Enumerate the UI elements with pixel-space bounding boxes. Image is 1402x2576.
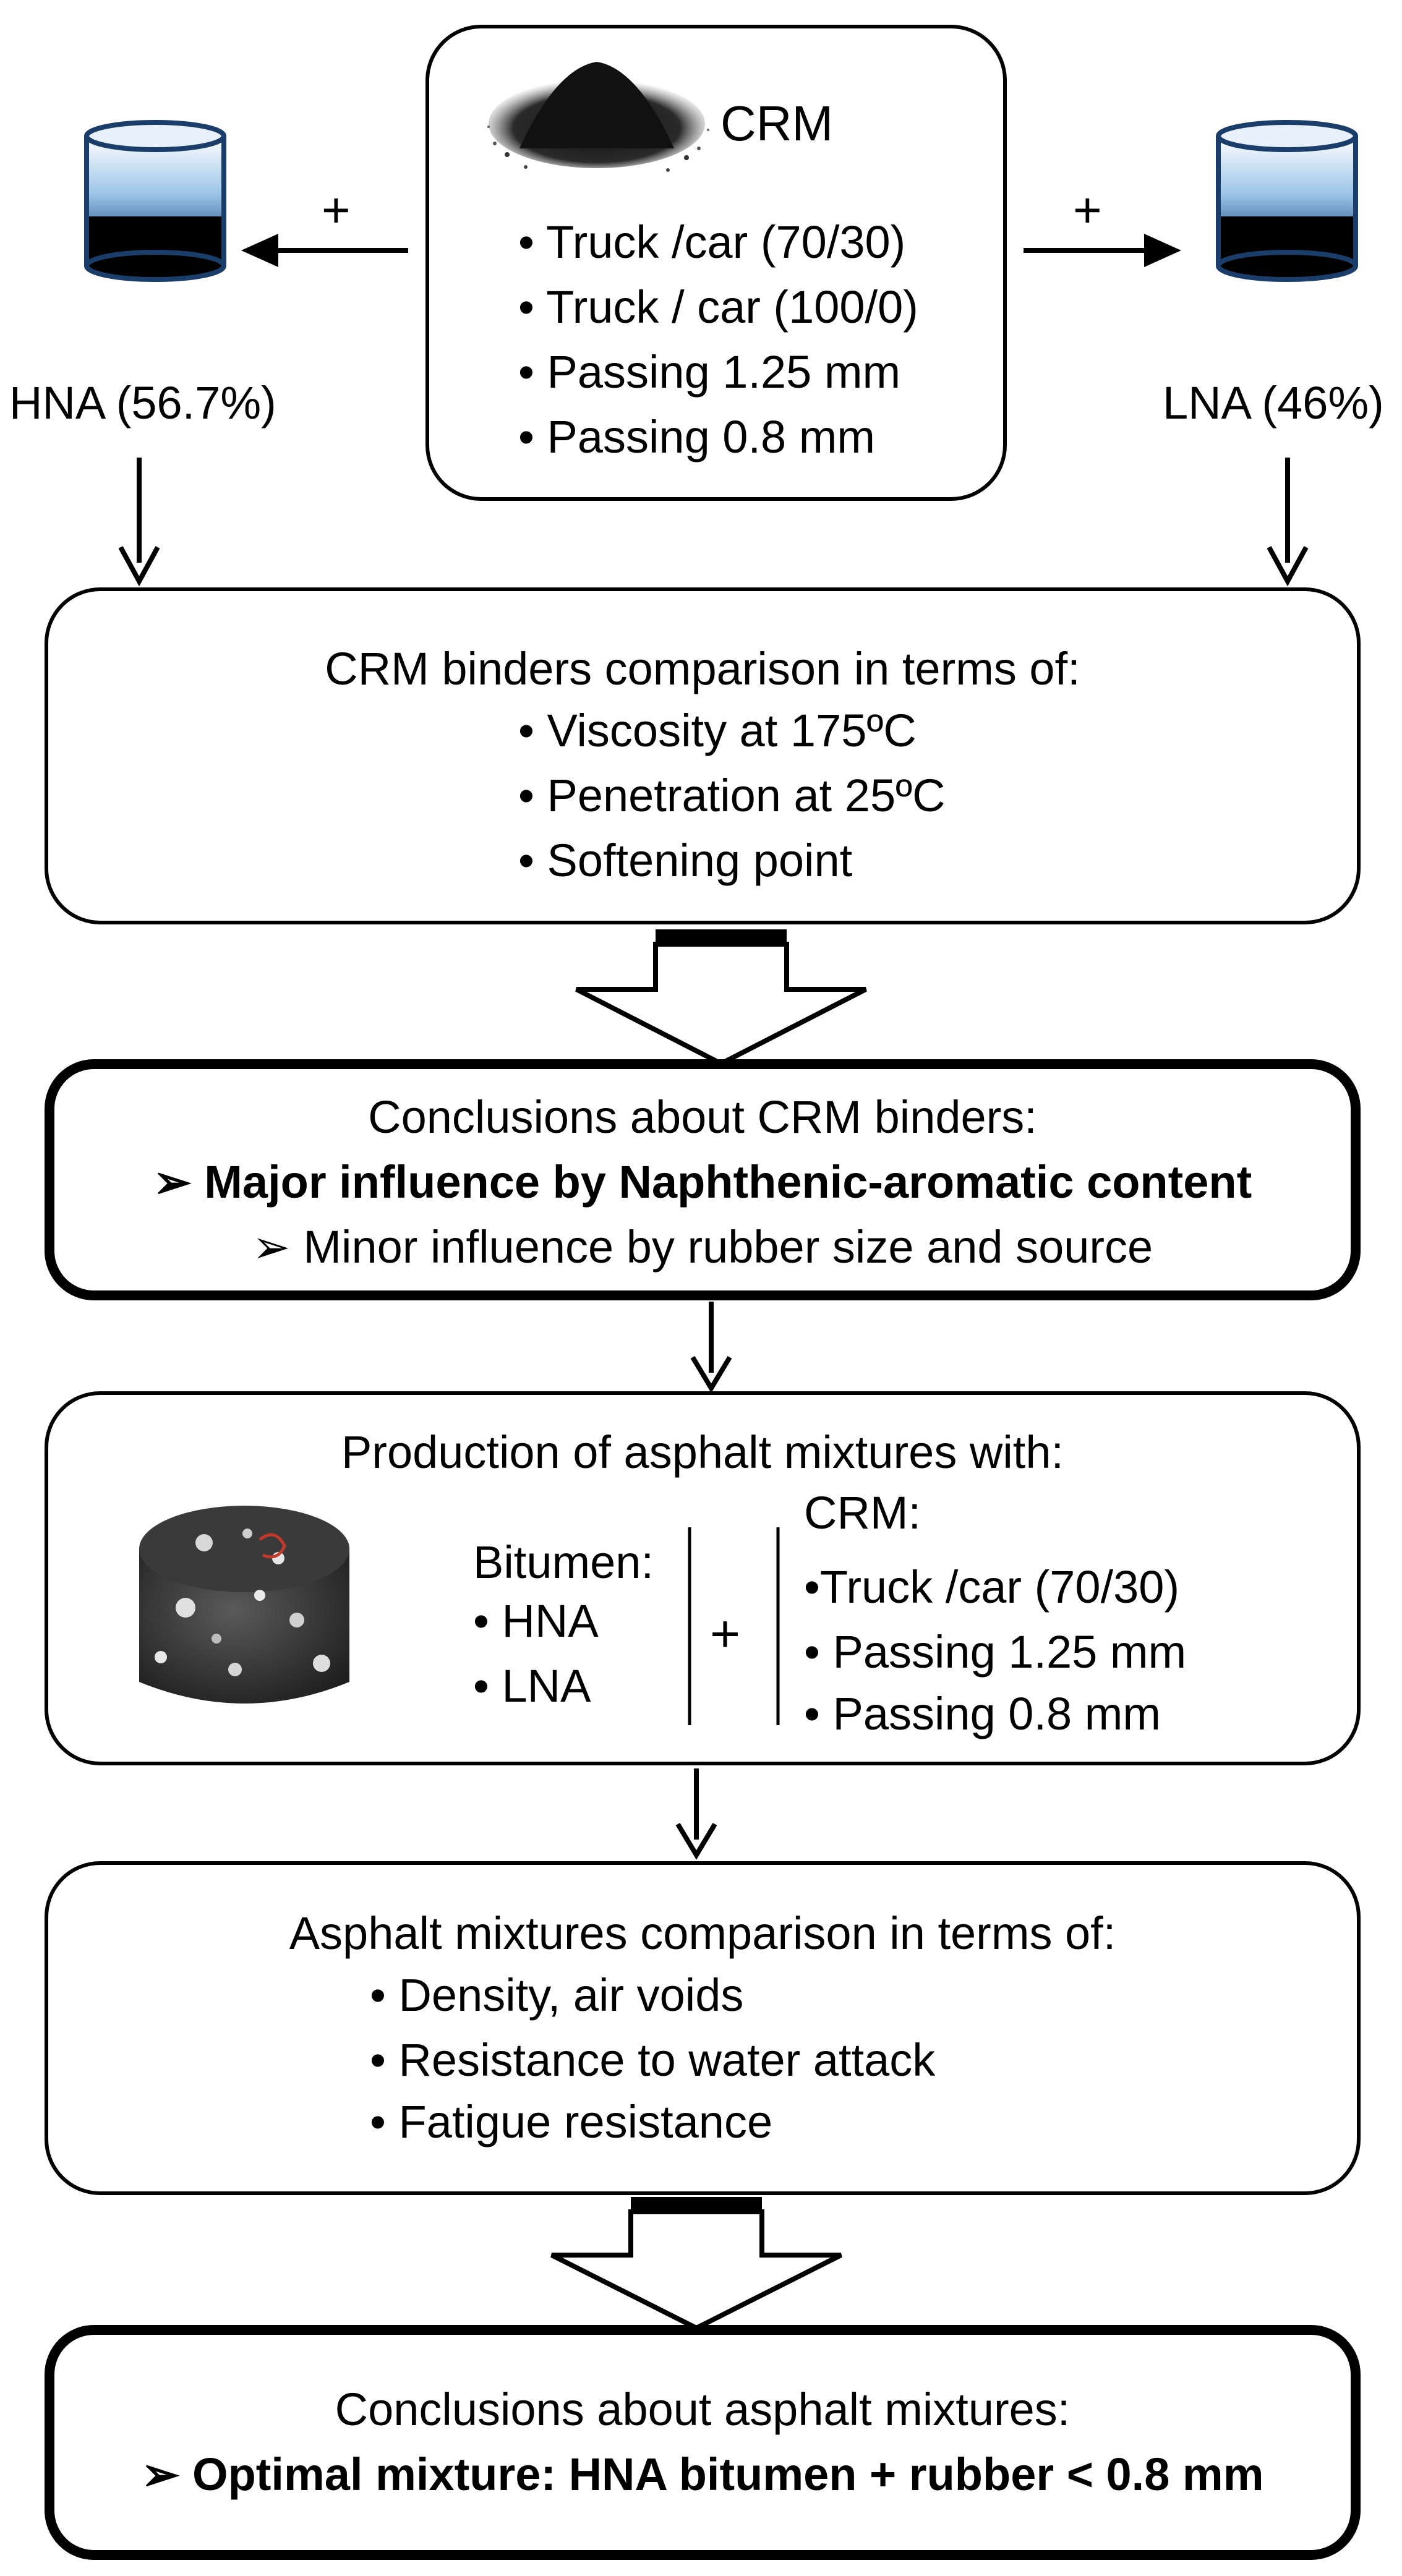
plus-left: + — [322, 182, 351, 237]
bitumen-item-lna: • LNA — [473, 1660, 591, 1712]
production-heading: Production of asphalt mixtures with: — [341, 1427, 1064, 1478]
big-arrow-1 — [575, 929, 867, 1067]
crm-mix-item-3: • Passing 0.8 mm — [804, 1688, 1161, 1739]
crm-mix-item-1: •Truck /car (70/30) — [804, 1561, 1180, 1613]
crumb-rubber-image — [487, 62, 709, 172]
binders-item-1: • Viscosity at 175ºC — [518, 705, 917, 756]
crm-item-2: • Truck / car (100/0) — [518, 281, 918, 333]
mixtures-item-3: • Fatigue resistance — [370, 2096, 773, 2147]
crm-mix-title: CRM: — [804, 1487, 921, 1538]
hna-container-icon — [84, 120, 226, 282]
arrow-to-production — [690, 1302, 732, 1393]
lna-container-icon — [1216, 120, 1358, 282]
crm-item-4: • Passing 0.8 mm — [518, 411, 876, 463]
binder-conclusion-major: ➢ Major influence by Naphthenic-aromatic… — [153, 1156, 1252, 1208]
binders-comparison-heading: CRM binders comparison in terms of: — [325, 643, 1080, 694]
crm-item-1: • Truck /car (70/30) — [518, 216, 906, 268]
mixtures-item-2: • Resistance to water attack — [370, 2034, 936, 2086]
arrow-hna-down — [118, 458, 160, 587]
mixture-conclusion-optimal: ➢ Optimal mixture: HNA bitumen + rubber … — [141, 2449, 1264, 2500]
arrow-lna-down — [1267, 458, 1309, 587]
binder-conclusions-box — [45, 1059, 1361, 1300]
plus-right: + — [1073, 182, 1102, 237]
crm-mix-item-2: • Passing 1.25 mm — [804, 1626, 1187, 1678]
arrow-to-lna — [1024, 234, 1181, 267]
binders-item-3: • Softening point — [518, 835, 853, 886]
mixtures-comparison-box — [45, 1861, 1361, 2195]
mixtures-comparison-heading: Asphalt mixtures comparison in terms of: — [289, 1908, 1116, 1959]
bitumen-title: Bitumen: — [473, 1537, 654, 1588]
binders-comparison-box — [45, 587, 1361, 924]
mixture-conclusions-heading: Conclusions about asphalt mixtures: — [335, 2384, 1071, 2435]
bitumen-item-hna: • HNA — [473, 1595, 599, 1647]
binder-conclusions-heading: Conclusions about CRM binders: — [368, 1091, 1037, 1143]
asphalt-sample-image — [139, 1506, 349, 1704]
binders-item-2: • Penetration at 25ºC — [518, 770, 946, 821]
crm-title: CRM — [720, 96, 834, 151]
arrow-to-mixtures — [675, 1768, 717, 1860]
crm-item-3: • Passing 1.25 mm — [518, 346, 901, 398]
big-arrow-2 — [550, 2197, 842, 2331]
arrow-to-hna — [241, 234, 408, 267]
hna-label: HNA (56.7%) — [9, 377, 276, 429]
mixtures-item-1: • Density, air voids — [370, 1969, 744, 2021]
binder-conclusion-minor: ➢ Minor influence by rubber size and sou… — [252, 1221, 1153, 1273]
production-plus: + — [710, 1605, 741, 1663]
mixture-conclusions-box — [45, 2325, 1361, 2560]
lna-label: LNA (46%) — [1163, 377, 1384, 429]
